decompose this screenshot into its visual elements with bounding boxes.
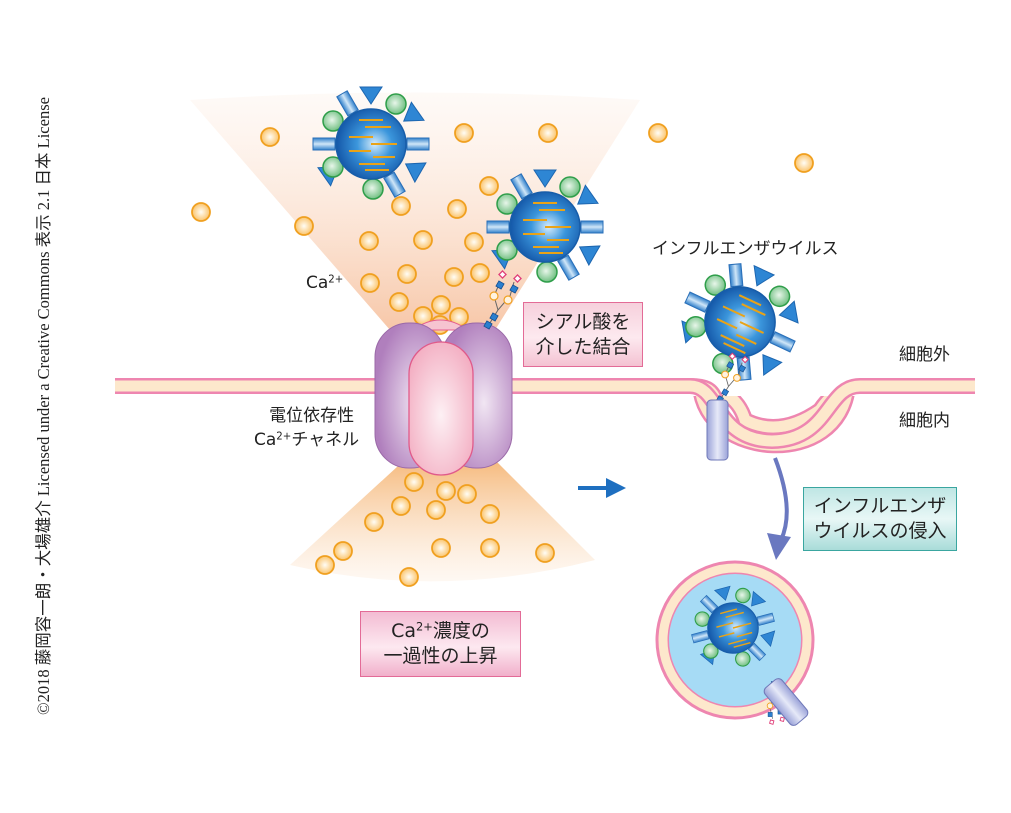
curved-down-arrow-icon xyxy=(767,457,791,560)
channel-ca-sup: 2+ xyxy=(276,431,292,443)
right-arrow-icon xyxy=(578,478,626,498)
entry-box-line1: インフルエンザ xyxy=(813,495,947,517)
intracellular-label: 細胞内 xyxy=(899,411,950,431)
sialic-box-line1: シアル酸を xyxy=(535,311,631,333)
virus-label: インフルエンザウイルス xyxy=(652,239,839,259)
ca-rise-ca: Ca xyxy=(391,620,417,642)
plasma-membrane xyxy=(115,376,975,454)
channel-label: 電位依存性 Ca2+チャネル xyxy=(254,404,359,452)
entry-box-line2: ウイルスの侵入 xyxy=(813,520,947,542)
ca-ion-text: Ca xyxy=(306,273,329,293)
ca-rise-cone-bottom xyxy=(290,455,595,582)
channel-label-line1: 電位依存性 xyxy=(269,406,355,426)
ca-ion-sup: 2+ xyxy=(328,274,344,286)
ca-influx-cone-top xyxy=(190,92,640,330)
channel-suffix: チャネル xyxy=(291,430,360,450)
endosome xyxy=(655,560,815,729)
ca-rise-line2: 一過性の上昇 xyxy=(383,645,498,667)
channel-ca: Ca xyxy=(254,430,277,450)
ca-rise-sup: 2+ xyxy=(416,619,433,634)
ca-channel xyxy=(374,319,513,476)
ca-rise-box: Ca2+濃度の 一過性の上昇 xyxy=(360,611,521,677)
ca-ion-label: Ca2+ xyxy=(306,272,343,294)
channel-label-line2: Ca2+チャネル xyxy=(254,428,359,452)
receptor-membrane xyxy=(706,399,729,461)
ca-rise-suffix: 濃度の xyxy=(432,620,490,642)
sialic-binding-box: シアル酸を 介した結合 xyxy=(523,302,643,367)
sialic-box-line2: 介した結合 xyxy=(535,336,631,358)
virus-entry-box: インフルエンザ ウイルスの侵入 xyxy=(803,487,957,551)
influenza-virus-3 xyxy=(663,244,818,398)
extracellular-label: 細胞外 xyxy=(899,345,950,365)
ca-rise-line1: Ca2+濃度の xyxy=(361,619,520,644)
license-credit: ©2018 藤岡容一朗・大場雄介 Licensed under a Creati… xyxy=(34,97,53,715)
